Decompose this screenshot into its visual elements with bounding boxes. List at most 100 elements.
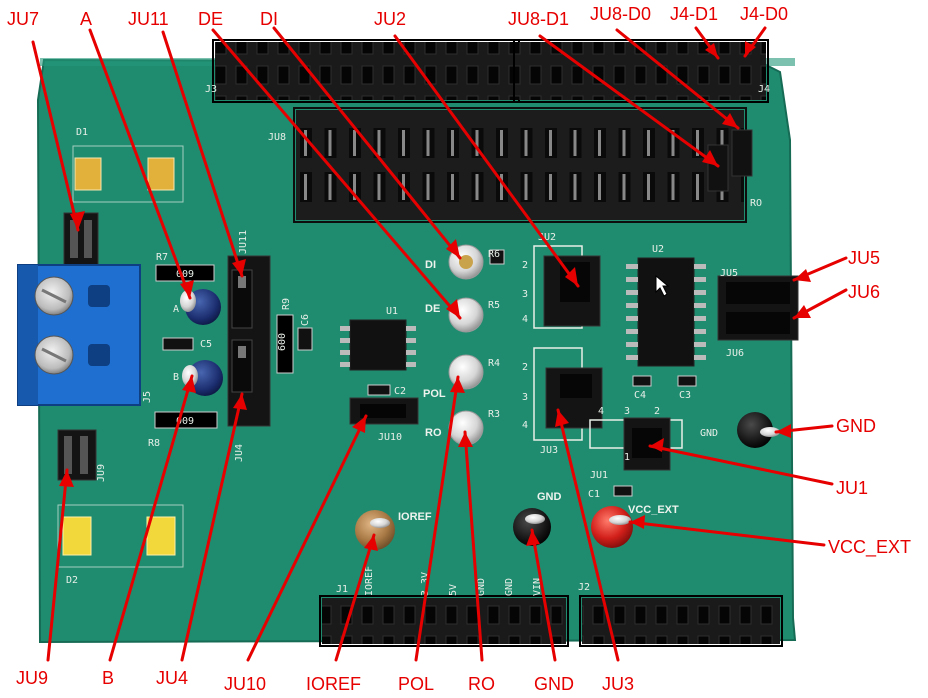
silk-d2: D2 [66, 575, 78, 586]
callout-di: DI [260, 9, 278, 29]
header-j2 [582, 598, 780, 644]
silk-res-val3: 600 [277, 333, 288, 351]
silk-j3: J3 [205, 84, 217, 95]
callout-arrowheads [59, 41, 811, 551]
testpoint-gnd-right [737, 412, 773, 448]
silk-c2: C2 [394, 386, 406, 397]
callout-ju3: JU3 [602, 674, 634, 694]
silk-ju5: JU5 [720, 268, 738, 279]
silk-gnd2: GND [504, 578, 515, 596]
silk-ju4: JU4 [234, 444, 245, 462]
silk-3v3: 3.3V [420, 572, 431, 596]
silk-u1: U1 [386, 306, 398, 317]
silk-c4: C4 [634, 390, 646, 401]
silk-de: DE [425, 303, 440, 315]
silk-ju10: JU10 [378, 432, 402, 443]
callout-gnd-bottom: GND [534, 674, 574, 694]
silk-c3: C3 [679, 390, 691, 401]
silk-ro-pin: RO [750, 198, 762, 209]
silk-ju1-3: 3 [624, 406, 630, 417]
silk-ju3: JU3 [540, 445, 558, 456]
jumper-block-ju8 [296, 110, 744, 220]
silk-c1: C1 [588, 489, 600, 500]
silk-gnd1: GND [476, 578, 487, 596]
silk-c6: C6 [300, 314, 311, 326]
silk-pol: POL [423, 388, 446, 400]
silk-ju1: JU1 [590, 470, 608, 481]
silk-ju3-pin3: 3 [522, 392, 528, 403]
silk-r3: R3 [488, 409, 500, 420]
callout-pol: POL [398, 674, 434, 694]
silk-gnd-tp: GND [700, 428, 718, 439]
callout-ju6: JU6 [848, 282, 880, 302]
callout-j4-d1: J4-D1 [670, 4, 718, 24]
callout-ro: RO [468, 674, 495, 694]
silk-r4: R4 [488, 358, 500, 369]
callout-vcc-ext: VCC_EXT [828, 537, 911, 558]
header-j1 [322, 598, 566, 644]
silk-ju1-1: 1 [624, 452, 630, 463]
silk-r6: R6 [488, 249, 500, 260]
callout-ju9: JU9 [16, 668, 48, 688]
silk-ju8: JU8 [268, 132, 286, 143]
silk-di: DI [425, 259, 436, 271]
silk-c5: C5 [200, 339, 212, 350]
silk-r5: R5 [488, 300, 500, 311]
silk-ju3-pin4: 4 [522, 420, 528, 431]
silk-ju1-4: 4 [598, 406, 604, 417]
silk-vin: VIN [532, 578, 543, 596]
callout-a: A [80, 9, 92, 29]
callout-arrows [31, 26, 848, 662]
callout-ju10: JU10 [224, 674, 266, 694]
silk-ju3-pin2: 2 [522, 362, 528, 373]
header-j4 [516, 42, 766, 100]
silk-j2: J2 [578, 582, 590, 593]
header-j3 [215, 42, 517, 100]
silk-ioref-pin: IOREF [364, 566, 375, 596]
silk-ioref: IOREF [398, 511, 432, 523]
callout-ju7: JU7 [7, 9, 39, 29]
silk-5v: 5V [448, 584, 459, 596]
silk-gnd-tp2: GND [537, 491, 562, 503]
callout-ju11: JU11 [128, 9, 169, 29]
silk-ju2: JU2 [538, 232, 556, 243]
callout-ju2: JU2 [374, 9, 406, 29]
silk-u2: U2 [652, 244, 664, 255]
silk-ju11: JU11 [238, 230, 249, 254]
silk-res-val1: 009 [176, 269, 194, 280]
silk-r9: R9 [281, 298, 292, 310]
callout-j4-d0: J4-D0 [740, 4, 788, 24]
silk-j5: J5 [142, 391, 153, 403]
callout-ioref: IOREF [306, 674, 361, 694]
silk-ju2-pin3: 3 [522, 289, 528, 300]
silk-b: B [173, 372, 179, 383]
ic-u2 [637, 257, 695, 367]
silk-ju9: JU9 [96, 464, 107, 482]
callout-ju4: JU4 [156, 668, 188, 688]
silk-res-val2: 009 [176, 416, 194, 427]
callout-ju1: JU1 [836, 478, 868, 498]
callout-b: B [102, 668, 114, 688]
silk-ju1-2: 2 [654, 406, 660, 417]
callout-de: DE [198, 9, 223, 29]
ic-u1 [349, 319, 407, 371]
silk-j4: J4 [758, 84, 770, 95]
callout-ju5: JU5 [848, 248, 880, 268]
silk-ju2-pin4: 4 [522, 314, 528, 325]
silk-d1: D1 [76, 127, 88, 138]
silk-r8: R8 [148, 438, 160, 449]
silk-a: A [173, 304, 179, 315]
callout-gnd-right: GND [836, 416, 876, 436]
callout-ju8-d1: JU8-D1 [508, 9, 569, 29]
mouse-cursor-icon [655, 274, 670, 297]
testpoint-pol [448, 354, 484, 390]
silk-ju6: JU6 [726, 348, 744, 359]
silk-r7: R7 [156, 252, 168, 263]
silk-ro: RO [425, 427, 442, 439]
silk-ju2-pin2: 2 [522, 260, 528, 271]
header-ju9 [57, 429, 97, 481]
silk-j1: J1 [336, 584, 348, 595]
callout-ju8-d0: JU8-D0 [590, 4, 651, 24]
